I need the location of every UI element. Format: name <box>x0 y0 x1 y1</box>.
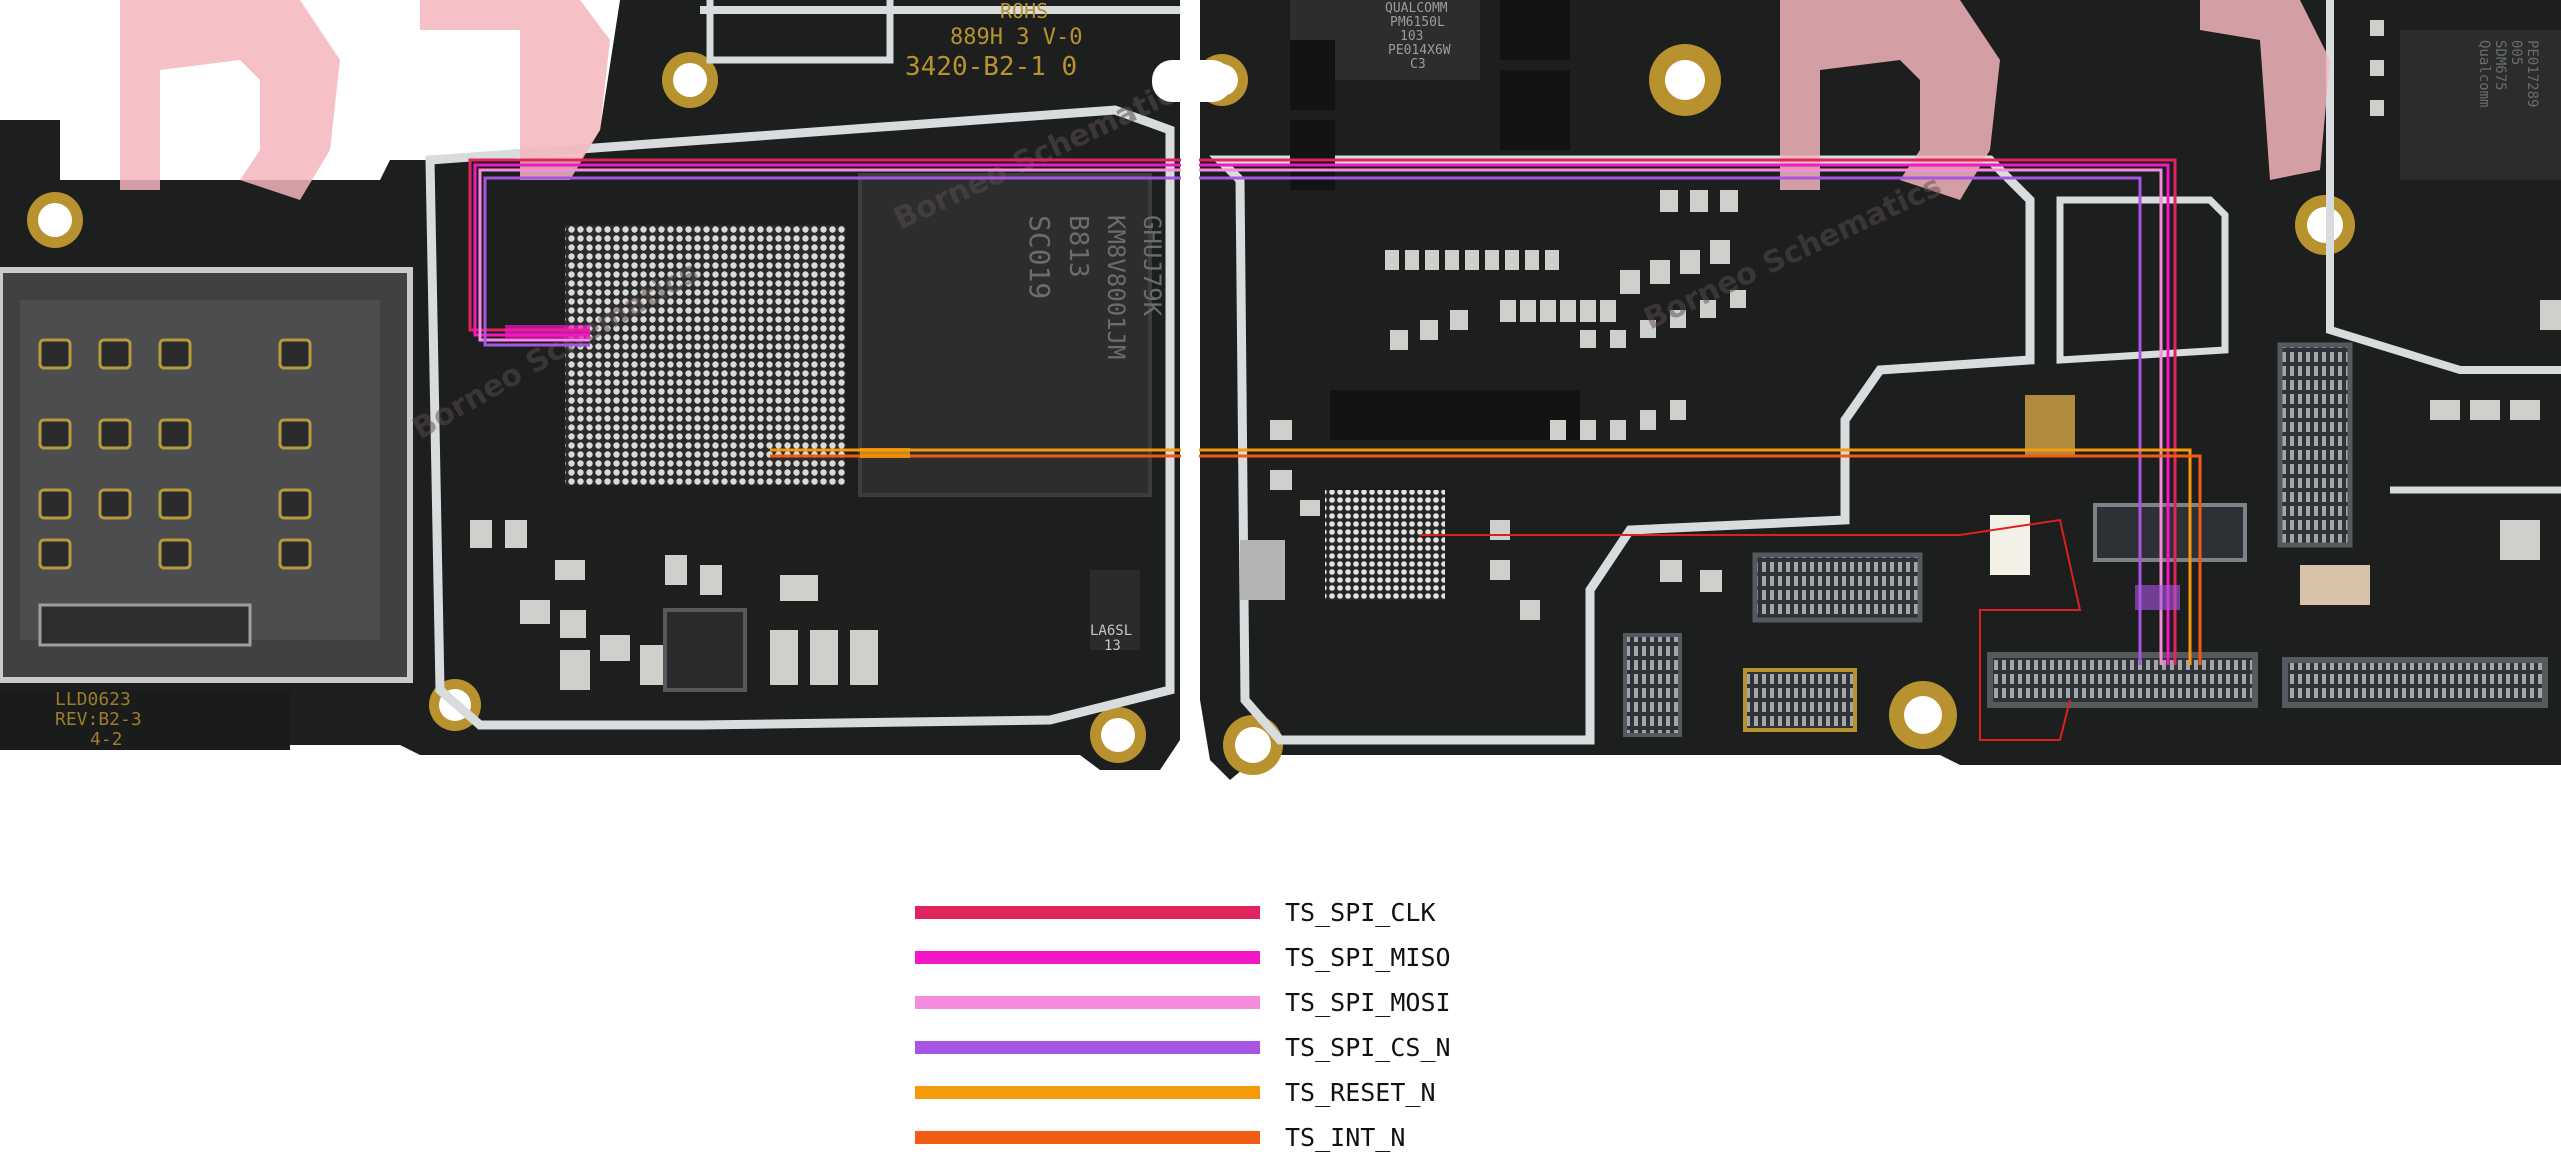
pmic-line-2: PM6150L <box>1390 15 1445 30</box>
legend-item-ts-spi-clk: TS_SPI_CLK <box>915 895 1615 940</box>
legend-swatch <box>915 1086 1260 1099</box>
small-part-line-1: LA6SL <box>1090 623 1132 639</box>
signal-traces <box>468 158 2202 741</box>
trace-ts-reset-n <box>770 448 2192 665</box>
trace-int-red <box>1420 518 2082 741</box>
board-connector <box>2282 657 2548 708</box>
right-chip-line-2: SDM675 <box>2492 40 2508 91</box>
vertical-connector <box>2277 342 2353 548</box>
legend-label: TS_RESET_N <box>1285 1078 1436 1107</box>
legend-item-ts-reset-n: TS_RESET_N <box>915 1075 1615 1120</box>
fpc-connector <box>1743 668 1857 732</box>
trace-legend: TS_SPI_CLK TS_SPI_MISO TS_SPI_MOSI TS_SP… <box>915 895 1615 1165</box>
silkscreen-part: 3420-B2-1 0 <box>905 52 1077 82</box>
pmic-line-4: PE014X6W <box>1388 43 1451 58</box>
legend-swatch <box>915 1131 1260 1144</box>
legend-label: TS_SPI_CLK <box>1285 898 1436 927</box>
watermark-logo <box>120 0 2330 200</box>
right-chip-line-1: Qualcomm <box>2476 40 2492 107</box>
soc-bga-footprint <box>565 225 845 485</box>
memory-chip-line-3: KM8V8001JM <box>1102 215 1130 360</box>
display-connector <box>1987 652 2258 708</box>
pmic-line-5: C3 <box>1410 57 1426 72</box>
legend-swatch <box>915 996 1260 1009</box>
memory-chip-line-4: GHUJ79K <box>1138 215 1166 317</box>
trace-ts-spi-cs-n <box>483 176 2142 665</box>
touch-ic-bga <box>1325 490 1445 600</box>
memory-chip-line-1: SC019 <box>1023 215 1056 299</box>
board-rev-line-1: LLD0623 <box>55 689 131 710</box>
legend-item-ts-int-n: TS_INT_N <box>915 1120 1615 1165</box>
trace-ts-int-n <box>770 454 2202 665</box>
fpc-connector <box>1752 552 1923 623</box>
fpc-connector <box>1623 633 1682 737</box>
trace-highlight-pad <box>2135 585 2180 610</box>
right-board: QUALCOMM PM6150L 103 PE014X6W C3 <box>1196 0 2561 780</box>
legend-label: TS_INT_N <box>1285 1123 1406 1152</box>
legend-item-ts-spi-cs-n: TS_SPI_CS_N <box>915 1030 1615 1075</box>
left-board: ROHS 889H 3 V-0 3420-B2-1 0 SC019 B813 K… <box>0 0 1180 770</box>
legend-swatch <box>915 951 1260 964</box>
trace-highlight-pad <box>505 325 590 339</box>
legend-item-ts-spi-miso: TS_SPI_MISO <box>915 940 1615 985</box>
legend-label: TS_SPI_CS_N <box>1285 1033 1451 1062</box>
silkscreen-rohs: ROHS <box>1000 0 1048 23</box>
trace-highlight-pad <box>860 448 910 458</box>
silkscreen-lot: 889H 3 V-0 <box>950 25 1082 50</box>
memory-chip-line-2: B813 <box>1063 215 1093 278</box>
legend-label: TS_SPI_MOSI <box>1285 988 1451 1017</box>
legend-swatch <box>915 906 1260 919</box>
memory-chip <box>858 173 1152 497</box>
legend-item-ts-spi-mosi: TS_SPI_MOSI <box>915 985 1615 1030</box>
board-rev-line-2: REV:B2-3 <box>55 709 142 730</box>
right-chip-line-3: 005 <box>2508 40 2524 65</box>
legend-swatch <box>915 1041 1260 1054</box>
legend-label: TS_SPI_MISO <box>1285 943 1451 972</box>
board-rev-line-3: 4-2 <box>90 729 123 750</box>
small-part-line-2: 13 <box>1104 638 1121 654</box>
trace-ts-spi-mosi <box>478 168 2163 665</box>
pmic-line-3: 103 <box>1400 29 1423 44</box>
right-chip-line-4: PE017289 <box>2524 40 2540 107</box>
pmic-line-1: QUALCOMM <box>1385 1 1448 16</box>
